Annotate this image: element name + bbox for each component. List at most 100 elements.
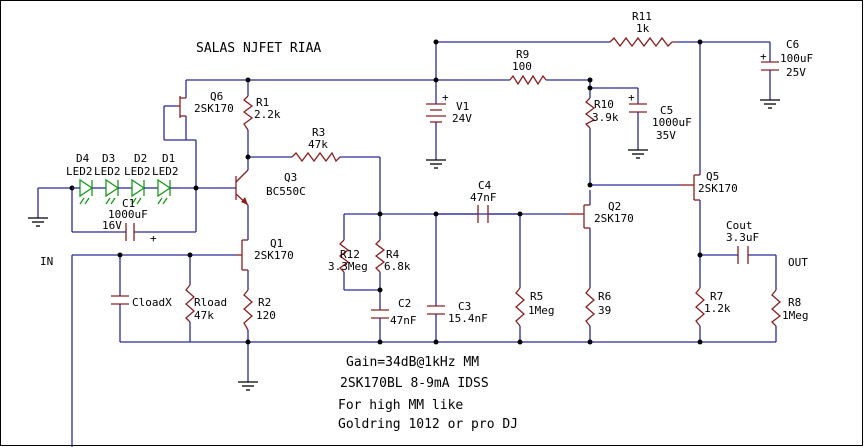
ground-symbol-main [238, 381, 258, 391]
c1-rating: 16V [102, 219, 122, 232]
d1-led [157, 178, 172, 205]
r8-value: 1Meg [782, 309, 809, 322]
q2-jfet [568, 204, 590, 229]
c6-name: C6 [786, 38, 799, 51]
r7-value: 1.2k [704, 302, 731, 315]
r4-resistor [374, 239, 386, 273]
c1-capacitor: + [125, 223, 157, 245]
c4-value: 47nF [470, 191, 497, 204]
r1-resistor [242, 95, 254, 131]
schematic-title: SALAS NJFET RIAA [196, 41, 321, 56]
q6-name: Q6 [210, 90, 223, 103]
d3-name: D3 [102, 152, 115, 165]
r2-resistor [243, 289, 253, 331]
c5-name: C5 [660, 104, 673, 117]
d3-led [105, 178, 120, 205]
c1-name: C1 [122, 197, 135, 210]
v1-value: 24V [452, 112, 472, 125]
q6-jfet [176, 96, 186, 118]
q1-name: Q1 [270, 237, 283, 250]
r11-value: 1k [636, 22, 650, 35]
q5-name: Q5 [706, 170, 719, 183]
r4-name: R4 [386, 248, 400, 261]
note-cartridge: For high MM like [338, 398, 463, 413]
r6-value: 39 [598, 304, 611, 317]
d4-led [79, 178, 94, 205]
cloadx-capacitor [111, 290, 129, 310]
q1-value: 2SK170 [254, 249, 294, 262]
cout-name: Cout [726, 219, 753, 232]
c5-rating: 35V [656, 129, 676, 142]
r2-value: 120 [256, 309, 276, 322]
c6-plus-sign: + [760, 50, 767, 63]
q2-name: Q2 [608, 200, 621, 213]
d1-value: LED2 [152, 165, 179, 178]
r3-resistor [291, 151, 341, 163]
r10-name: R10 [594, 98, 614, 111]
c3-capacitor [427, 305, 445, 318]
r8-name: R8 [788, 296, 801, 309]
r12-resistor [338, 239, 350, 273]
q3-value: BC550C [266, 185, 306, 198]
c2-capacitor [371, 309, 389, 322]
c5-capacitor: + [628, 91, 647, 114]
c4-capacitor [477, 205, 489, 223]
d2-name: D2 [134, 152, 147, 165]
r10-value: 3.9k [592, 111, 619, 124]
r7-resistor [695, 287, 705, 327]
q3-name: Q3 [284, 171, 297, 184]
c3-name: C3 [458, 300, 471, 313]
d1-name: D1 [162, 152, 175, 165]
junctions [69, 39, 703, 345]
in-port-label: IN [40, 255, 53, 268]
cloadx-name: CloadX [132, 296, 172, 309]
r3-name: R3 [312, 126, 325, 139]
r9-name: R9 [516, 48, 529, 61]
r1-name: R1 [256, 96, 269, 109]
r12-name: R12 [340, 248, 360, 261]
cout-value: 3.3uF [726, 231, 759, 244]
d4-value: LED2 [66, 165, 93, 178]
q2-value: 2SK170 [594, 212, 634, 225]
ground-symbol-led [28, 217, 48, 227]
r8-resistor [771, 289, 782, 327]
q1-jfet [236, 239, 248, 271]
r9-resistor [509, 74, 547, 86]
c6-rating: 25V [786, 66, 806, 79]
c1-plus-sign: + [150, 232, 157, 245]
r5-resistor [515, 287, 525, 327]
r9-value: 100 [512, 60, 532, 73]
note-models: Goldring 1012 or pro DJ [338, 417, 518, 432]
v1-battery: + [426, 91, 449, 128]
note-gain: Gain=34dB@1kHz MM [346, 355, 479, 370]
r11-name: R11 [632, 10, 652, 23]
c6-value: 100uF [780, 52, 813, 65]
c4-name: C4 [478, 179, 492, 192]
q5-jfet [680, 174, 700, 201]
r1-value: 2.2k [254, 108, 281, 121]
ground-symbol-c5 [628, 149, 648, 159]
r12-value: 3.3Meg [328, 260, 368, 273]
q6-value: 2SK170 [194, 102, 234, 115]
wires [37, 41, 777, 447]
v1-plus-sign: + [442, 91, 449, 104]
note-idss: 2SK170BL 8-9mA IDSS [340, 376, 489, 391]
d3-value: LED2 [94, 165, 121, 178]
led-chain [72, 178, 178, 205]
c2-name: C2 [398, 297, 411, 310]
d2-value: LED2 [124, 165, 151, 178]
c3-value: 15.4nF [448, 312, 488, 325]
rload-resistor [185, 284, 195, 323]
c5-value: 1000uF [652, 116, 692, 129]
q5-value: 2SK170 [698, 182, 738, 195]
r6-resistor [585, 287, 595, 327]
r10-resistor [584, 97, 596, 129]
q3-bjt [235, 169, 249, 206]
d4-name: D4 [76, 152, 90, 165]
r11-resistor [609, 36, 676, 48]
r5-name: R5 [530, 290, 543, 303]
c5-plus-sign: + [628, 91, 635, 104]
c2-value: 47nF [390, 314, 417, 327]
